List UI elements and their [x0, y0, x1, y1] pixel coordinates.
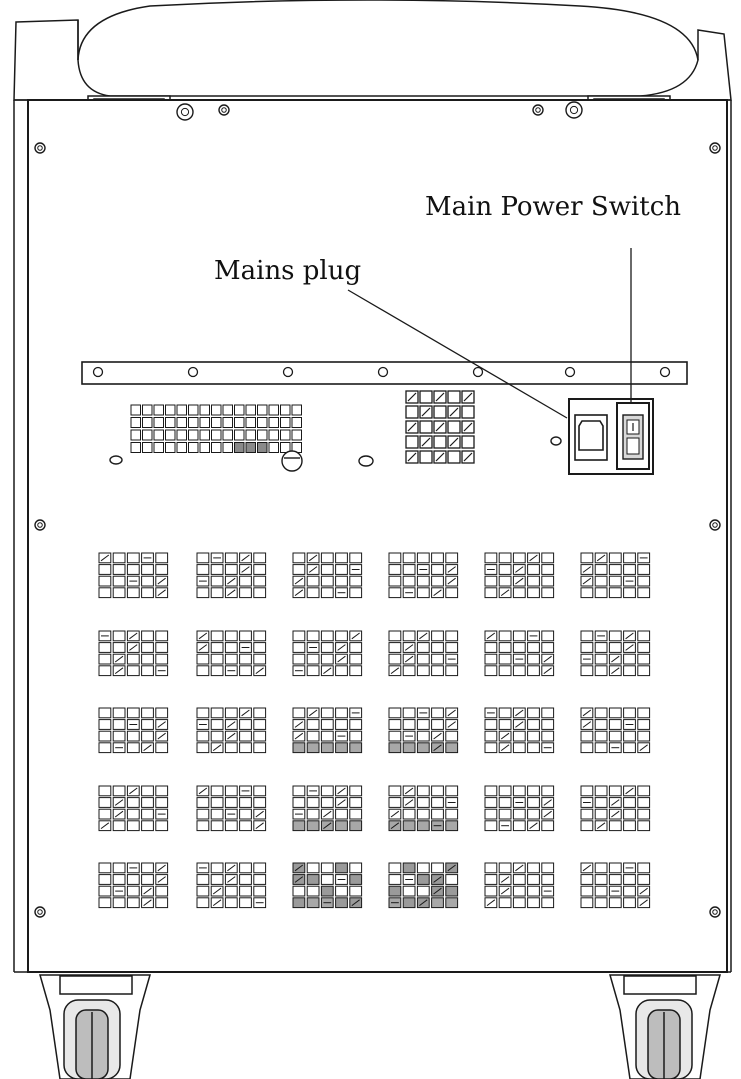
rear-panel	[27, 99, 728, 973]
rail-hole	[92, 366, 104, 378]
screw-icon	[34, 906, 46, 918]
callout-leaders	[347, 248, 632, 419]
upper-left-vent-grid	[130, 404, 302, 453]
left-caster-wheel-icon	[39, 974, 151, 1079]
screw-icon	[709, 142, 721, 154]
rail-hole	[282, 366, 294, 378]
rocker-switch-icon[interactable]	[616, 402, 650, 470]
screw-icon	[565, 101, 583, 119]
screw-icon	[709, 906, 721, 918]
screw-icon	[34, 519, 46, 531]
screw-icon	[218, 104, 230, 116]
side-screws	[34, 142, 721, 918]
power-entry-module	[568, 398, 654, 475]
rail-hole	[659, 366, 671, 378]
mains-socket-icon	[574, 414, 608, 461]
lower-vent-grid	[98, 552, 651, 909]
screw-icon	[34, 142, 46, 154]
top-screws	[176, 101, 583, 121]
top-cover	[13, 0, 732, 101]
screw-icon	[532, 104, 544, 116]
mounting-rail	[81, 361, 688, 385]
mains-plug-leader	[347, 289, 568, 419]
rail-hole	[564, 366, 576, 378]
rail-hole	[187, 366, 199, 378]
upper-center-vent-grid	[405, 390, 475, 464]
panel-fixtures	[109, 436, 562, 472]
main-power-switch-label: Main Power Switch	[425, 192, 682, 222]
rail-hole	[377, 366, 389, 378]
screw-icon	[176, 103, 194, 121]
right-caster-wheel-icon	[609, 974, 721, 1079]
rail-hole	[472, 366, 484, 378]
mains-plug-label: Mains plug	[214, 256, 362, 286]
screw-icon	[709, 519, 721, 531]
